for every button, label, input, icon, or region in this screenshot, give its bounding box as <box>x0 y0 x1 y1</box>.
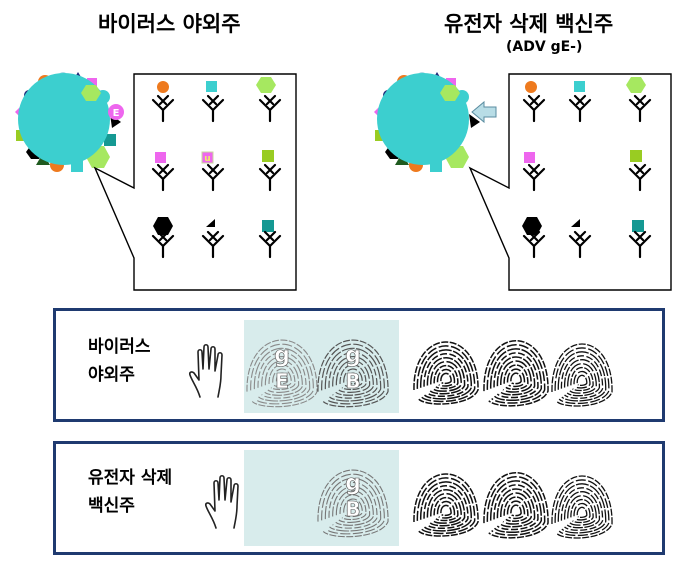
field-callout-box <box>93 73 297 291</box>
fingerprint-4 <box>483 340 549 407</box>
gB-print-letter-top: g <box>345 343 361 368</box>
vaccine-strain-label-line2: 백신주 <box>88 496 135 516</box>
field-strain-panel: 바이러스 야외주 <box>53 308 665 422</box>
hand-icon <box>189 343 223 398</box>
fingerprint-3 <box>413 341 479 405</box>
vaccine-strain-subtitle: (ADV gE-) <box>506 39 583 55</box>
field-strain-label-line1: 바이러스 <box>88 337 151 357</box>
hand-icon <box>205 474 239 529</box>
vaccine-gB-fingerprint <box>317 469 389 538</box>
virus-pink-circle-antigen: E <box>108 104 124 120</box>
field-antibody-grid: u <box>151 77 282 259</box>
antibody-diagram: E u <box>15 72 672 291</box>
gB-print-letter-bottom: B <box>345 369 360 393</box>
gE-print-letter-top: g <box>274 343 290 368</box>
field-strain-title: 바이러스 야외주 <box>98 12 241 36</box>
gE-fingerprint <box>246 339 318 408</box>
vaccine-callout-box <box>468 73 672 291</box>
vaccine-strain-label-line1: 유전자 삭제 <box>88 468 173 488</box>
vaccine-gB-print-letter-bottom: B <box>345 497 360 521</box>
field-virus-particle: E <box>15 72 124 172</box>
gE-print-letter-bottom: E <box>275 369 289 393</box>
antigen-letter-e: E <box>113 108 120 119</box>
fingerprint-5 <box>551 343 613 407</box>
vaccine-gB-print-letter-top: g <box>345 471 361 496</box>
gB-fingerprint <box>317 339 389 408</box>
vaccine-virus-particle <box>374 72 480 172</box>
deletion-arrow-icon <box>471 100 497 124</box>
virus-hexagon-antigen <box>81 85 101 101</box>
vaccine-strain-title: 유전자 삭제 백신주 <box>444 12 614 36</box>
vaccine-antibody-grid <box>522 77 652 259</box>
antigen-letter-u: u <box>204 154 210 164</box>
fingerprint-6 <box>413 473 479 537</box>
field-strain-label-line2: 야외주 <box>88 365 135 385</box>
fingerprint-8 <box>551 475 613 539</box>
fingerprint-7 <box>483 472 549 539</box>
